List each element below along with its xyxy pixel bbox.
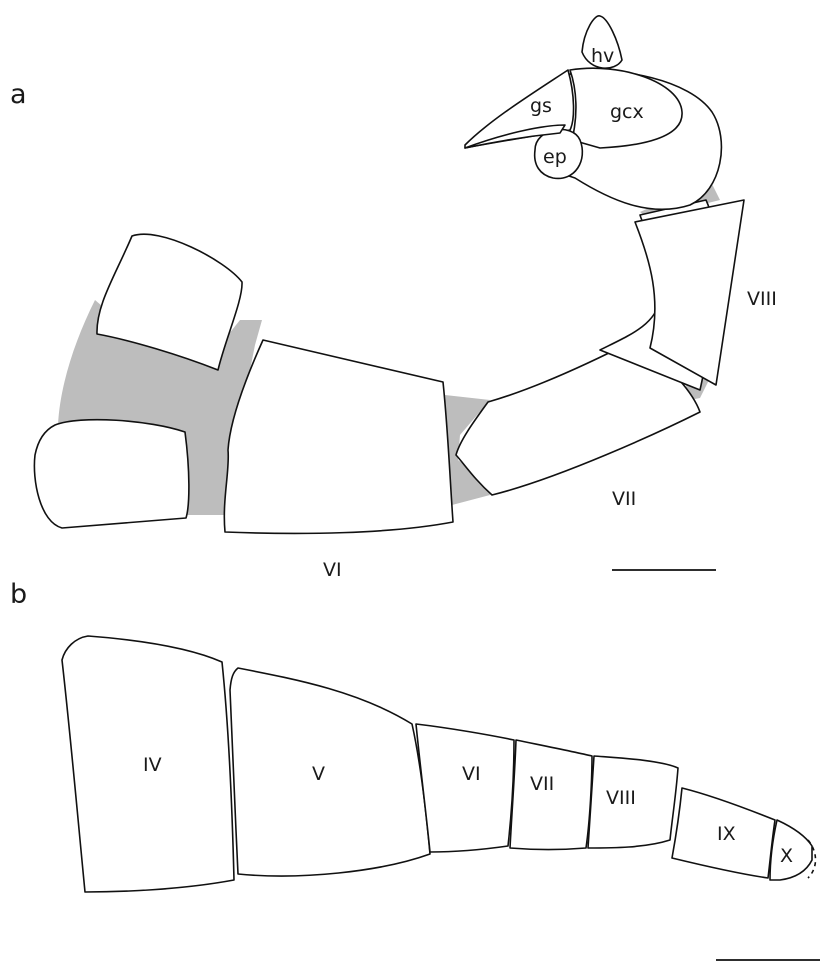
label-gs: gs — [530, 95, 552, 117]
label-a-vi: VI — [323, 559, 342, 581]
panel-b: b IV V VI VII VIII IX X — [10, 579, 820, 960]
label-b-iv: IV — [143, 754, 162, 776]
segment-a-lower-left — [34, 420, 188, 528]
label-a-viii: VIII — [747, 288, 777, 310]
label-ep: ep — [543, 146, 567, 168]
segment-b-vi — [416, 724, 514, 852]
panel-b-letter: b — [10, 579, 27, 610]
panel-a: a VI VII VIII hv gs gcx ep — [10, 16, 777, 581]
label-b-vii: VII — [530, 773, 554, 795]
segment-a-vi — [224, 340, 453, 533]
panel-a-letter: a — [10, 79, 27, 110]
label-gcx: gcx — [610, 101, 644, 123]
label-b-v: V — [312, 763, 325, 785]
label-b-ix: IX — [717, 823, 736, 845]
segment-b-v — [230, 668, 430, 876]
label-hv: hv — [591, 45, 614, 67]
label-b-viii: VIII — [606, 787, 636, 809]
label-a-vii: VII — [612, 488, 636, 510]
label-b-vi: VI — [462, 763, 481, 785]
label-b-x: X — [780, 845, 793, 867]
